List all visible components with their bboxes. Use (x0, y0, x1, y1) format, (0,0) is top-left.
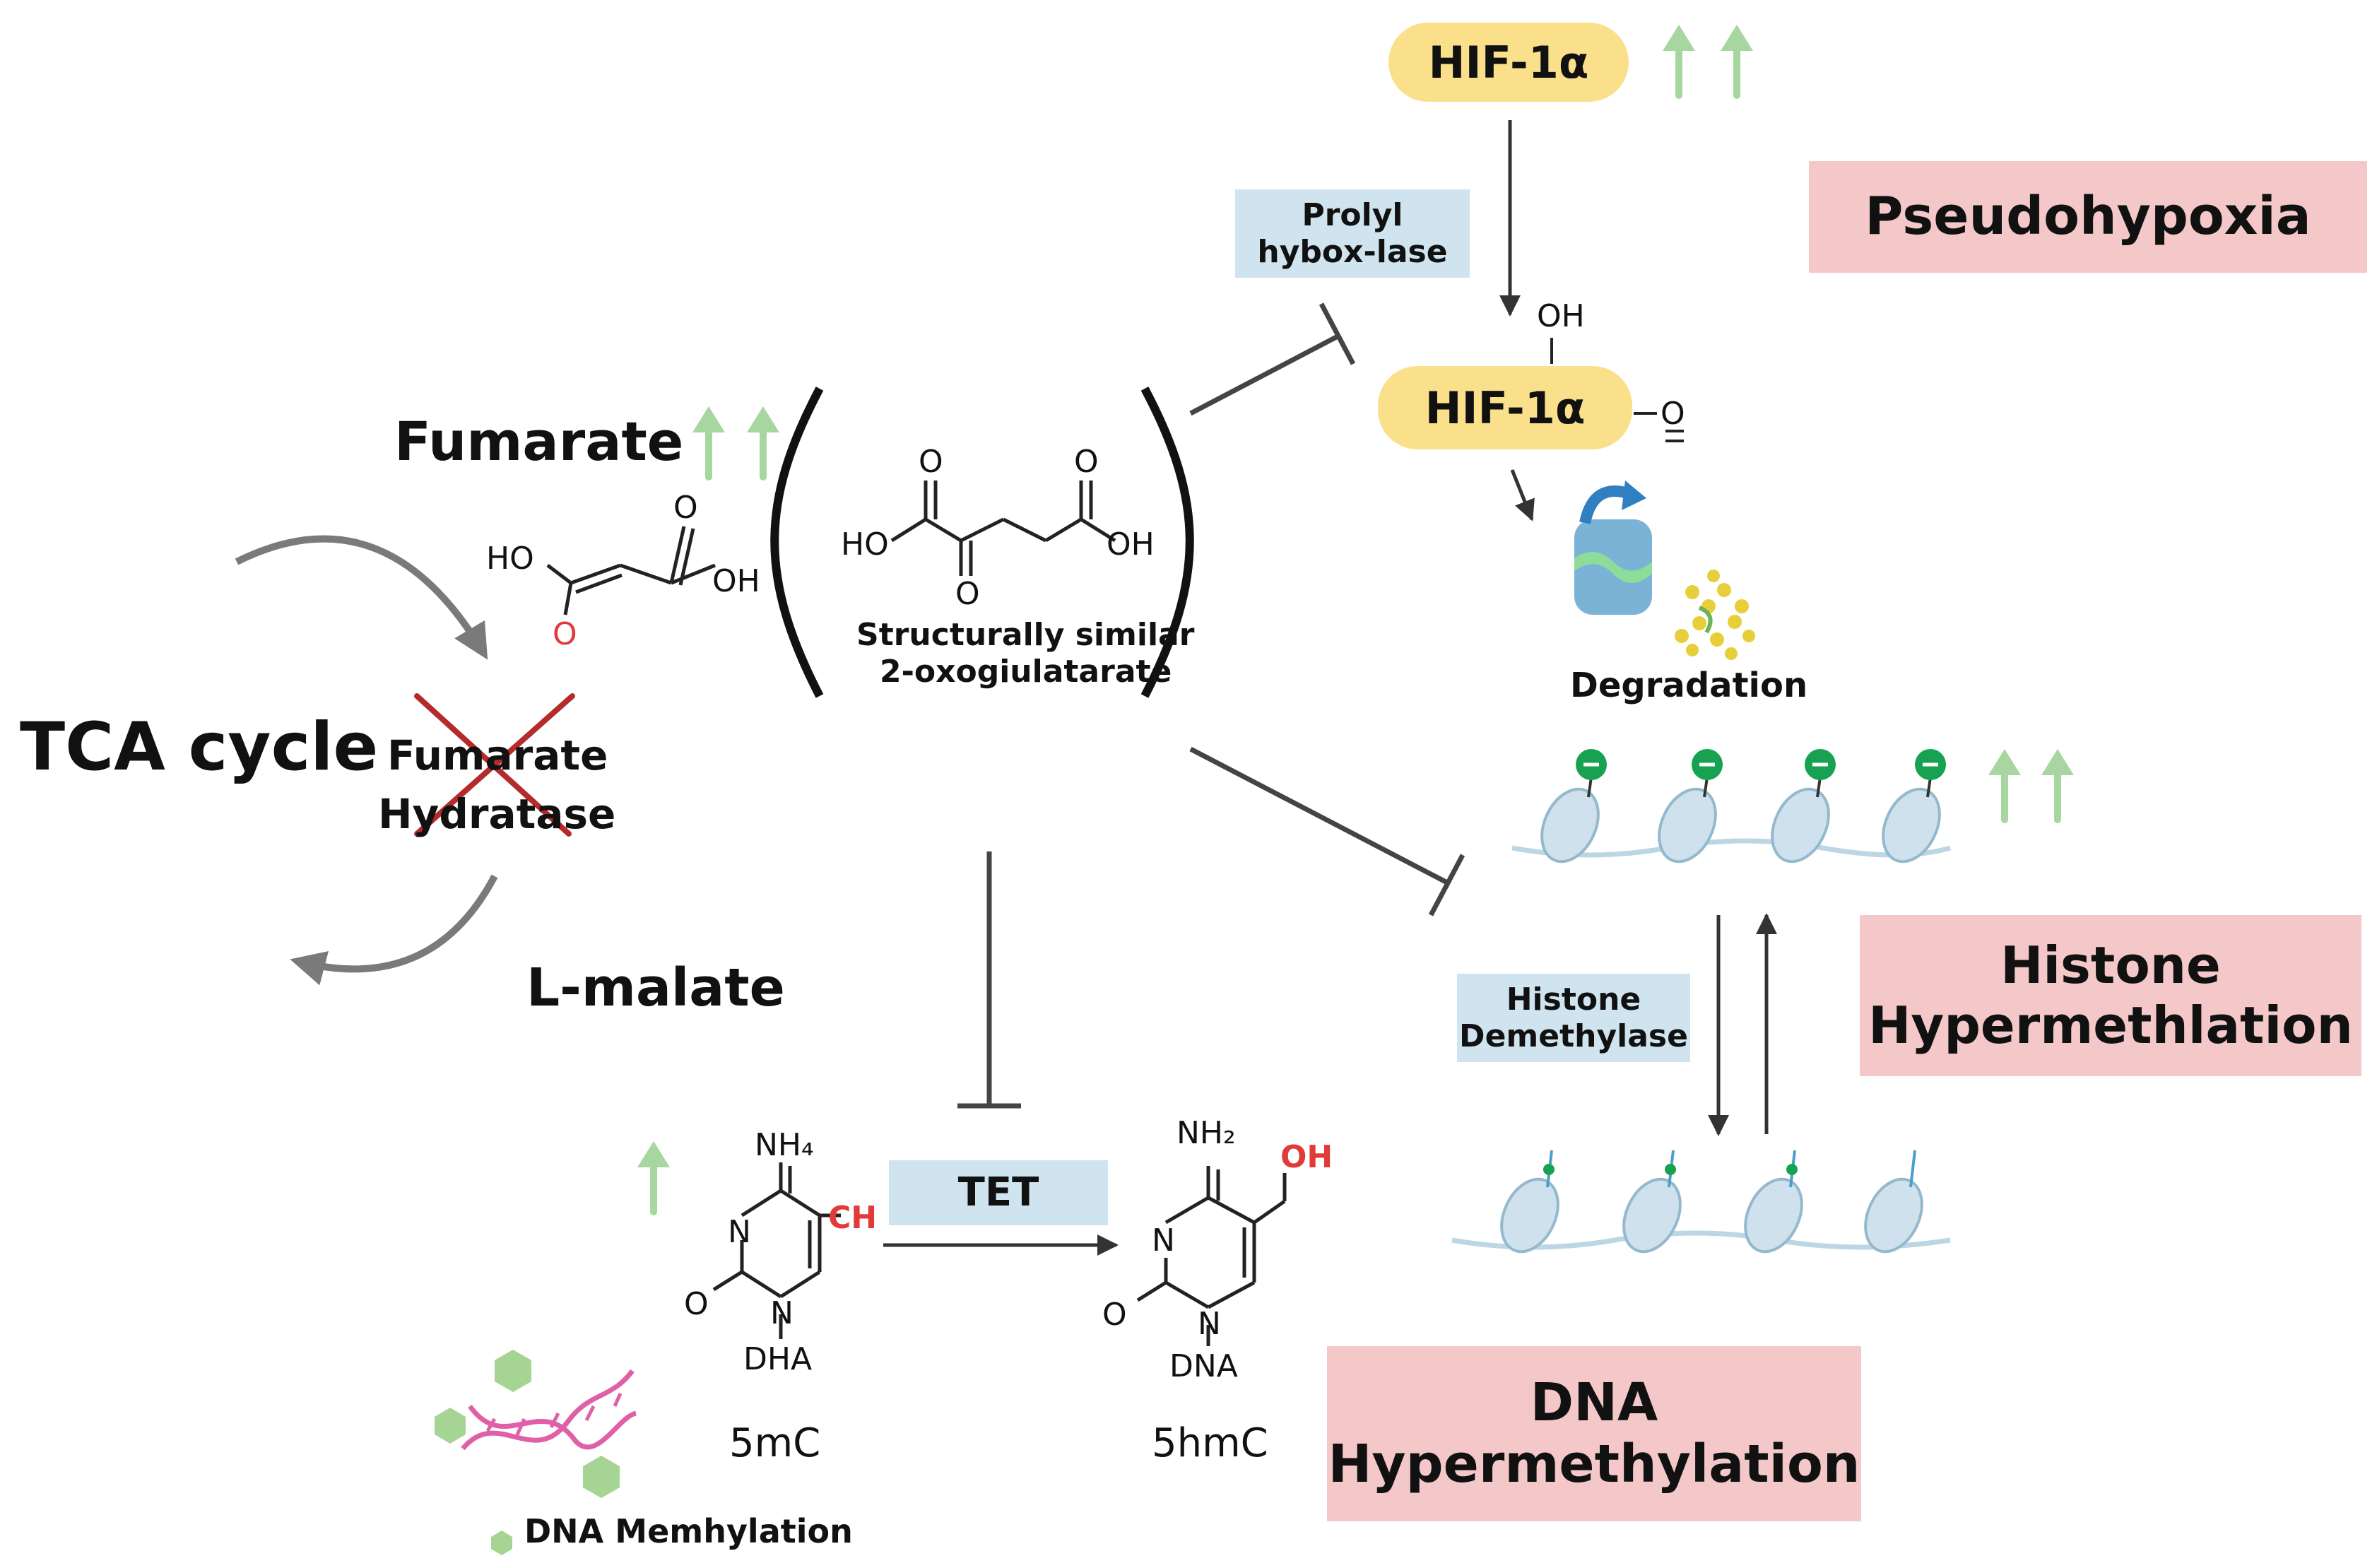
degraded-peptide-fragment (1698, 606, 1713, 634)
oxoglutarate-left-oxygen: O (919, 444, 943, 480)
oxoglutarate-keto-oxygen: O (955, 576, 980, 612)
fumarate-hydratase-line2: Hydratase (378, 790, 616, 838)
tca-cycle-title: TCA cycle (20, 709, 379, 786)
histone-tails-bottom (1546, 1150, 1916, 1188)
5hmc-ring (1136, 1166, 1287, 1346)
5mc-amine: NH₄ (755, 1127, 814, 1163)
dna-helix-rungs (485, 1392, 623, 1439)
dna-methylation-label: DNA Memhylation (524, 1512, 853, 1550)
right-parenthesis (1140, 387, 1194, 698)
tet-box: TET (889, 1160, 1108, 1225)
histone-demethylase-box: Histone Demethylase (1457, 974, 1690, 1062)
fumarate-bottom-oxygen: O (553, 616, 577, 652)
5hmc-ring-n-top: N (1152, 1222, 1175, 1258)
hif-degradation-arrow (1510, 469, 1535, 521)
5mc-label: 5mC (729, 1420, 821, 1466)
methyl-hexagon-icons (435, 1350, 620, 1555)
5mc-ring-n-bottom: N (770, 1295, 794, 1331)
5hmc-ring-oxygen: O (1102, 1297, 1127, 1333)
dna-hypermethylation-line1: DNA (1530, 1372, 1658, 1433)
pseudohypoxia-label: Pseudohypoxia (1865, 186, 2311, 247)
5mc-methyl: CH (828, 1200, 878, 1236)
fumarate-structure (546, 526, 716, 615)
dna-hypermethylation-line2: Hypermethylation (1328, 1434, 1860, 1495)
hif-hydroxyl-label: OH (1537, 298, 1585, 334)
fumarate-label: Fumarate (394, 410, 684, 473)
inhibit-prolyl-hydroxylase (1189, 302, 1356, 416)
5mc-ring-oxygen: O (684, 1286, 709, 1322)
tca-cycle-arrow-out (290, 874, 498, 986)
histone-hypermethylation-line2: Hypermethlation (1868, 996, 2353, 1055)
fumarate-top-oxygen: O (673, 490, 698, 526)
oxoglutarate-structure (890, 481, 1116, 576)
increase-arrows (637, 25, 2074, 1215)
degradation-label: Degradation (1570, 666, 1808, 705)
5mc-ring (712, 1162, 841, 1339)
fumarate-right-group: OH (712, 563, 760, 599)
dna-hypermethylation-box: DNA Hypermethylation (1327, 1346, 1861, 1521)
histone-hypermethylation-box: Histone Hypermethlation (1860, 915, 2361, 1076)
prolyl-hydroxylase-line2: hybox-lase (1257, 233, 1448, 270)
5mc-sugar: DHA (743, 1341, 813, 1377)
5mc-ring-n-top: N (728, 1214, 751, 1250)
5hmc-amine: NH₂ (1176, 1115, 1236, 1151)
5hmc-ring-n-bottom: N (1198, 1306, 1221, 1342)
tet-label: TET (957, 1169, 1039, 1215)
nucleosomes-top (1540, 787, 1941, 863)
fumarate-left-group: HO (486, 541, 534, 577)
oxoglutarate-right-oxygen: O (1074, 444, 1099, 480)
histone-demethylase-line1: Histone (1506, 981, 1641, 1018)
methyl-mark-icons (1576, 749, 1946, 780)
5hmc-label: 5hmC (1152, 1420, 1268, 1466)
pseudohypoxia-box: Pseudohypoxia (1809, 161, 2367, 273)
l-malate-label: L-malate (526, 957, 785, 1018)
tail-residue-dots (1543, 1164, 1798, 1175)
oxoglutarate-right-group: OH (1107, 526, 1155, 562)
inhibit-tet (957, 851, 1021, 1109)
histone-hypermethylation-line1: Histone (2000, 936, 2221, 996)
histone-tails-top (1587, 777, 1932, 798)
fumarate-hydratase-line1: Fumarate (387, 731, 608, 779)
side-group-double-bond (1665, 430, 1684, 442)
proteasome-icon (1574, 481, 1652, 615)
oxoglutarate-caption-line2: 2-oxogiulatarate (880, 654, 1172, 690)
5hmc-hydroxyl: OH (1280, 1139, 1333, 1175)
nucleosomes-bottom (1500, 1177, 1923, 1254)
prolyl-hydroxylase-line1: Prolyl (1302, 196, 1403, 233)
hif-1a-top-pill: HIF-1α (1388, 23, 1629, 102)
prolyl-hydroxylase-box: Prolyl hybox-lase (1235, 189, 1470, 278)
oxoglutarate-left-group: HO (841, 526, 889, 562)
histone-demethylase-line2: Demethylase (1459, 1018, 1688, 1054)
degraded-peptides-icon (1675, 570, 1755, 660)
5hmc-sugar: DNA (1169, 1348, 1238, 1384)
inhibit-histone-demethylase (1189, 746, 1465, 916)
dna-helix-icon (461, 1369, 637, 1451)
tca-cycle-arrow-in (235, 535, 488, 660)
hif-1a-hydroxylated-pill: HIF-1α (1378, 366, 1632, 449)
inhibition-cross-icon (414, 693, 575, 837)
left-parenthesis (770, 387, 824, 698)
hif-side-group-label: O (1661, 396, 1685, 432)
oxoglutarate-caption-line1: Structurally similar (856, 617, 1195, 653)
